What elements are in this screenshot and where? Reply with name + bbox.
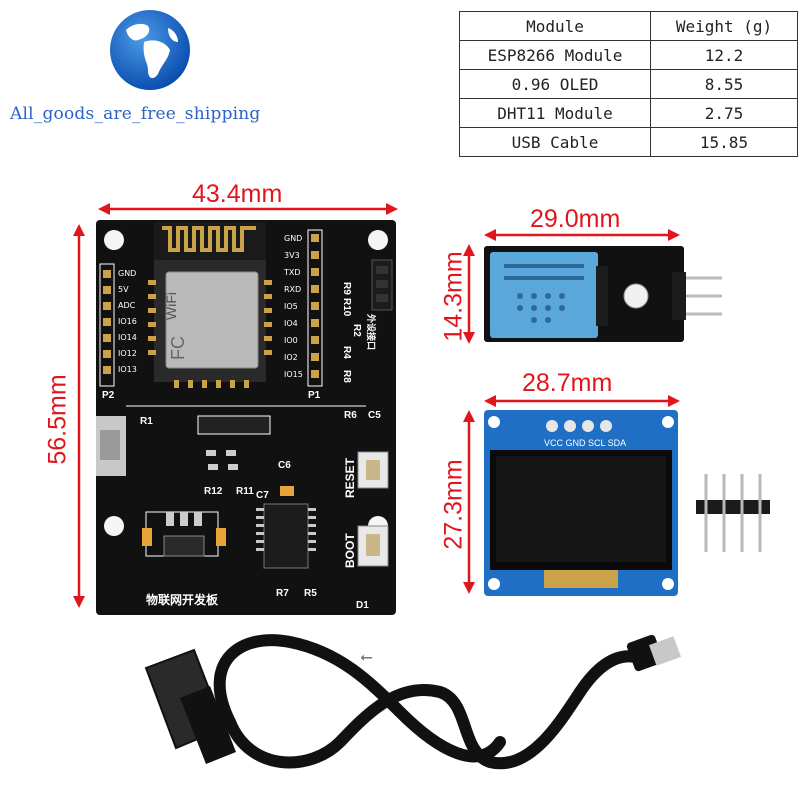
left-pin-label: GND (118, 269, 136, 278)
label-p2: P2 (102, 390, 115, 401)
table-cell-module: USB Cable (459, 127, 651, 157)
label-r10: R10 (341, 298, 352, 317)
label-r2: R2 (351, 324, 362, 337)
label-r8: R8 (341, 370, 352, 383)
oled-module: VCC GND SCL SDA (484, 410, 678, 596)
label-r1: R1 (140, 416, 153, 427)
left-pin-label: IO16 (118, 317, 137, 326)
label-d1: D1 (356, 600, 369, 611)
right-pin-label: IO15 (284, 370, 303, 379)
right-pin-label: IO5 (284, 302, 298, 311)
board-width-label: 43.4mm (192, 180, 283, 208)
label-reset: RESET (343, 457, 357, 498)
dht-width-label: 29.0mm (530, 205, 621, 233)
table-cell-weight: 12.2 (650, 40, 798, 70)
right-pin-label: GND (284, 234, 302, 243)
label-c6: C6 (278, 460, 291, 471)
usb-cable: ⭠ (144, 634, 681, 770)
label-r5: R5 (304, 588, 317, 599)
label-r7: R7 (276, 588, 289, 599)
oled-height-label: 27.3mm (439, 459, 468, 550)
oled-pins-label: VCC GND SCL SDA (544, 438, 626, 448)
table-row: DHT11 Module 2.75 (459, 98, 798, 128)
label-c5: C5 (368, 410, 381, 421)
pin-header (696, 474, 770, 552)
board-width-arrow (98, 203, 398, 215)
right-pin-label: IO0 (284, 336, 298, 345)
label-c7: C7 (256, 490, 269, 501)
weight-table: Module Weight (g) ESP8266 Module 12.2 0.… (459, 11, 798, 157)
oled-width-label: 28.7mm (522, 369, 613, 397)
left-pin-label: ADC (118, 301, 136, 310)
brand-logo (108, 8, 192, 92)
table-header-weight: Weight (g) (650, 11, 798, 41)
oled-width-arrow (484, 395, 680, 407)
label-ext-port: 外设接口 (366, 313, 377, 350)
right-pin-label: TXD (283, 268, 301, 277)
label-r6: R6 (344, 410, 357, 421)
usb-icon: ⭠ (360, 647, 373, 666)
table-cell-weight: 15.85 (650, 127, 798, 157)
oled-height-arrow (463, 410, 475, 594)
left-pin-label: 5V (118, 285, 129, 294)
esp8266-board: WiFi FC (96, 220, 396, 615)
brand-tagline: All_goods_are_free_shipping (10, 104, 261, 124)
left-pin-label: IO12 (118, 349, 137, 358)
dht-height-label: 14.3mm (439, 251, 468, 342)
left-pin-label: IO13 (118, 365, 137, 374)
label-r4: R4 (341, 346, 352, 359)
table-cell-module: ESP8266 Module (459, 40, 651, 70)
left-pin-label: IO14 (118, 333, 137, 342)
dht-width-arrow (484, 229, 680, 241)
table-row: 0.96 OLED 8.55 (459, 69, 798, 99)
label-p1: P1 (308, 390, 321, 401)
right-pin-label: IO4 (284, 319, 298, 328)
table-cell-module: DHT11 Module (459, 98, 651, 128)
table-cell-weight: 2.75 (650, 98, 798, 128)
table-cell-weight: 8.55 (650, 69, 798, 99)
board-height-label: 56.5mm (43, 374, 72, 465)
table-row: ESP8266 Module 12.2 (459, 40, 798, 70)
globe-icon (110, 10, 190, 90)
svg-text:WiFi: WiFi (163, 292, 179, 320)
right-pin-label: 3V3 (284, 251, 300, 260)
label-r9: R9 (341, 282, 352, 295)
label-board-title: 物联网开发板 (146, 592, 219, 607)
label-r12: R12 (204, 486, 223, 497)
right-pin-label: RXD (284, 285, 301, 294)
table-header-module: Module (459, 11, 651, 41)
dht11-module (484, 246, 722, 342)
label-boot: BOOT (343, 533, 357, 568)
table-cell-module: 0.96 OLED (459, 69, 651, 99)
dht-height-arrow (463, 244, 475, 344)
svg-text:FC: FC (168, 336, 188, 360)
label-r11: R11 (236, 486, 254, 497)
board-height-arrow (73, 224, 85, 608)
right-pin-label: IO2 (284, 353, 298, 362)
table-header-row: Module Weight (g) (459, 11, 798, 41)
table-row: USB Cable 15.85 (459, 127, 798, 157)
